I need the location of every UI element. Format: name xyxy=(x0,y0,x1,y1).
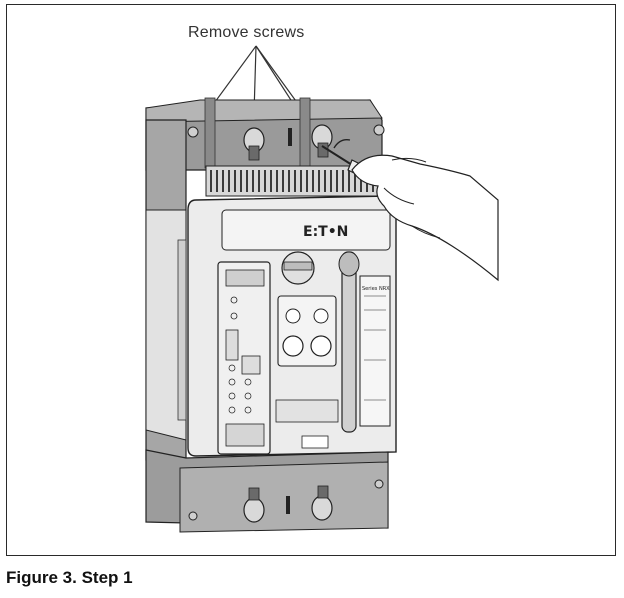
rotation-arrow xyxy=(333,138,351,149)
trip-unit-panel xyxy=(217,261,271,455)
brand-logo: E:T•N xyxy=(303,224,348,240)
remove-screws-callout: Remove screws xyxy=(188,24,305,41)
series-label: Series NRX xyxy=(362,286,390,292)
bottom-housing xyxy=(145,449,389,533)
side-housing xyxy=(145,119,187,471)
figure-caption: Figure 3. Step 1 xyxy=(6,568,133,587)
charging-handle xyxy=(338,251,360,433)
hand-with-screwdriver xyxy=(321,145,499,282)
center-controls xyxy=(275,251,339,449)
rating-label xyxy=(359,275,391,427)
